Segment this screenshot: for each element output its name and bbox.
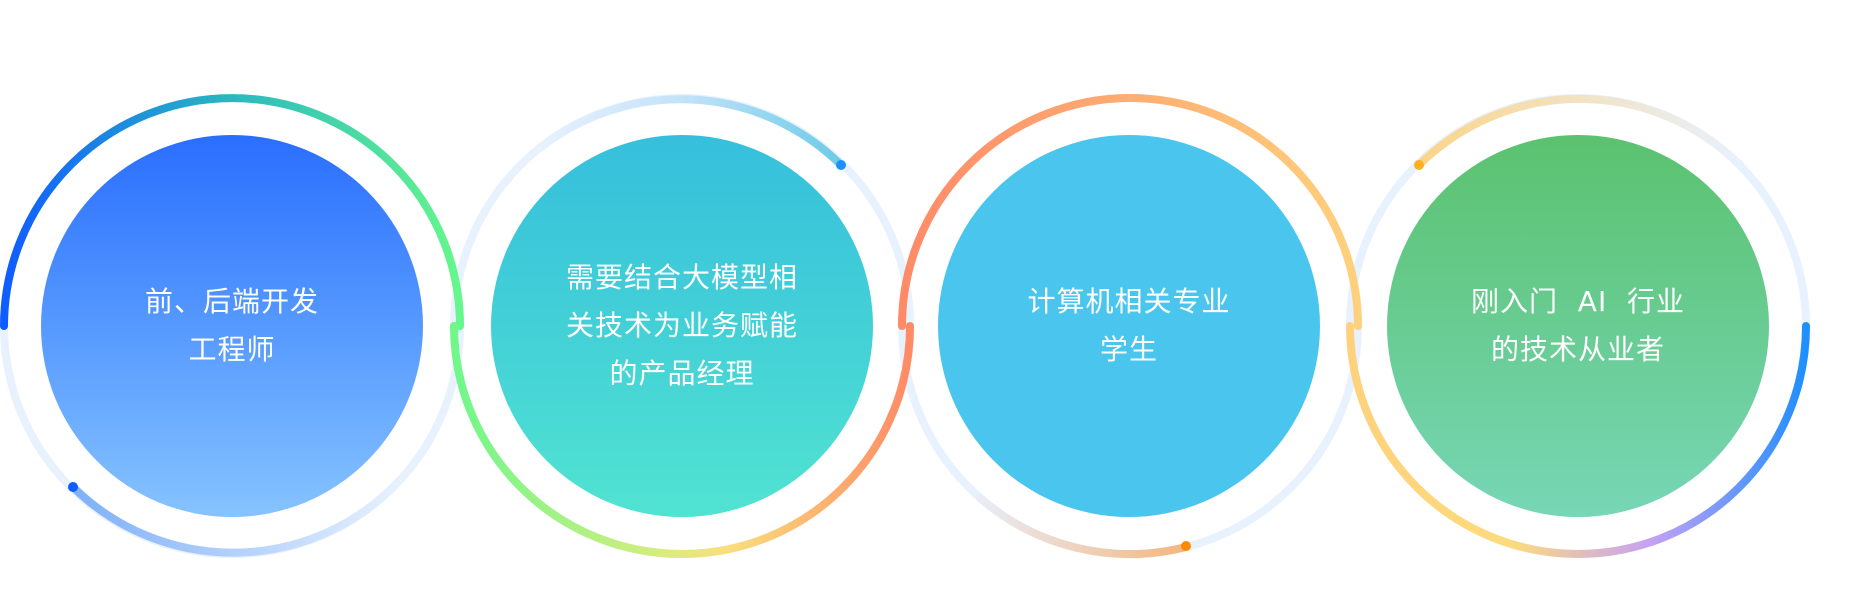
circle-label-line: 工程师 xyxy=(188,333,276,366)
flow-arc-4 xyxy=(1346,322,1810,558)
dot-1 xyxy=(68,482,78,492)
fade-arc-3 xyxy=(976,494,1190,559)
circle-label-line: 学生 xyxy=(1099,333,1158,366)
fade-arc-2 xyxy=(536,95,845,169)
circle-label-line: 需要结合大模型相 xyxy=(565,261,798,294)
flow-arc-1 xyxy=(0,94,464,330)
audience-circle-frontend-backend-engineer: 前、后端开发 工程师 xyxy=(41,135,423,517)
circle-label-line: 计算机相关专业 xyxy=(1027,285,1231,318)
circle-label-line: 的技术从业者 xyxy=(1490,333,1665,366)
dot-2 xyxy=(836,160,846,170)
circle-label-line: 关技术为业务赋能 xyxy=(565,309,798,342)
audience-circle-product-manager: 需要结合大模型相 关技术为业务赋能 的产品经理 xyxy=(491,135,873,517)
circle-label-line: 刚入门 AI 行业 xyxy=(1470,285,1685,318)
fade-arc-4 xyxy=(1415,95,1744,169)
audience-circle-cs-student: 计算机相关专业 学生 xyxy=(938,135,1320,517)
flow-arc-2 xyxy=(450,322,914,558)
dot-4 xyxy=(1414,160,1424,170)
circle-label-line: 前、后端开发 xyxy=(144,285,319,318)
dot-3 xyxy=(1181,541,1191,551)
fade-arc-1 xyxy=(69,476,404,557)
audience-circle-ai-newcomer: 刚入门 AI 行业 的技术从业者 xyxy=(1387,135,1769,517)
circle-label-line: 的产品经理 xyxy=(609,357,755,390)
flow-arc-3 xyxy=(898,94,1362,330)
